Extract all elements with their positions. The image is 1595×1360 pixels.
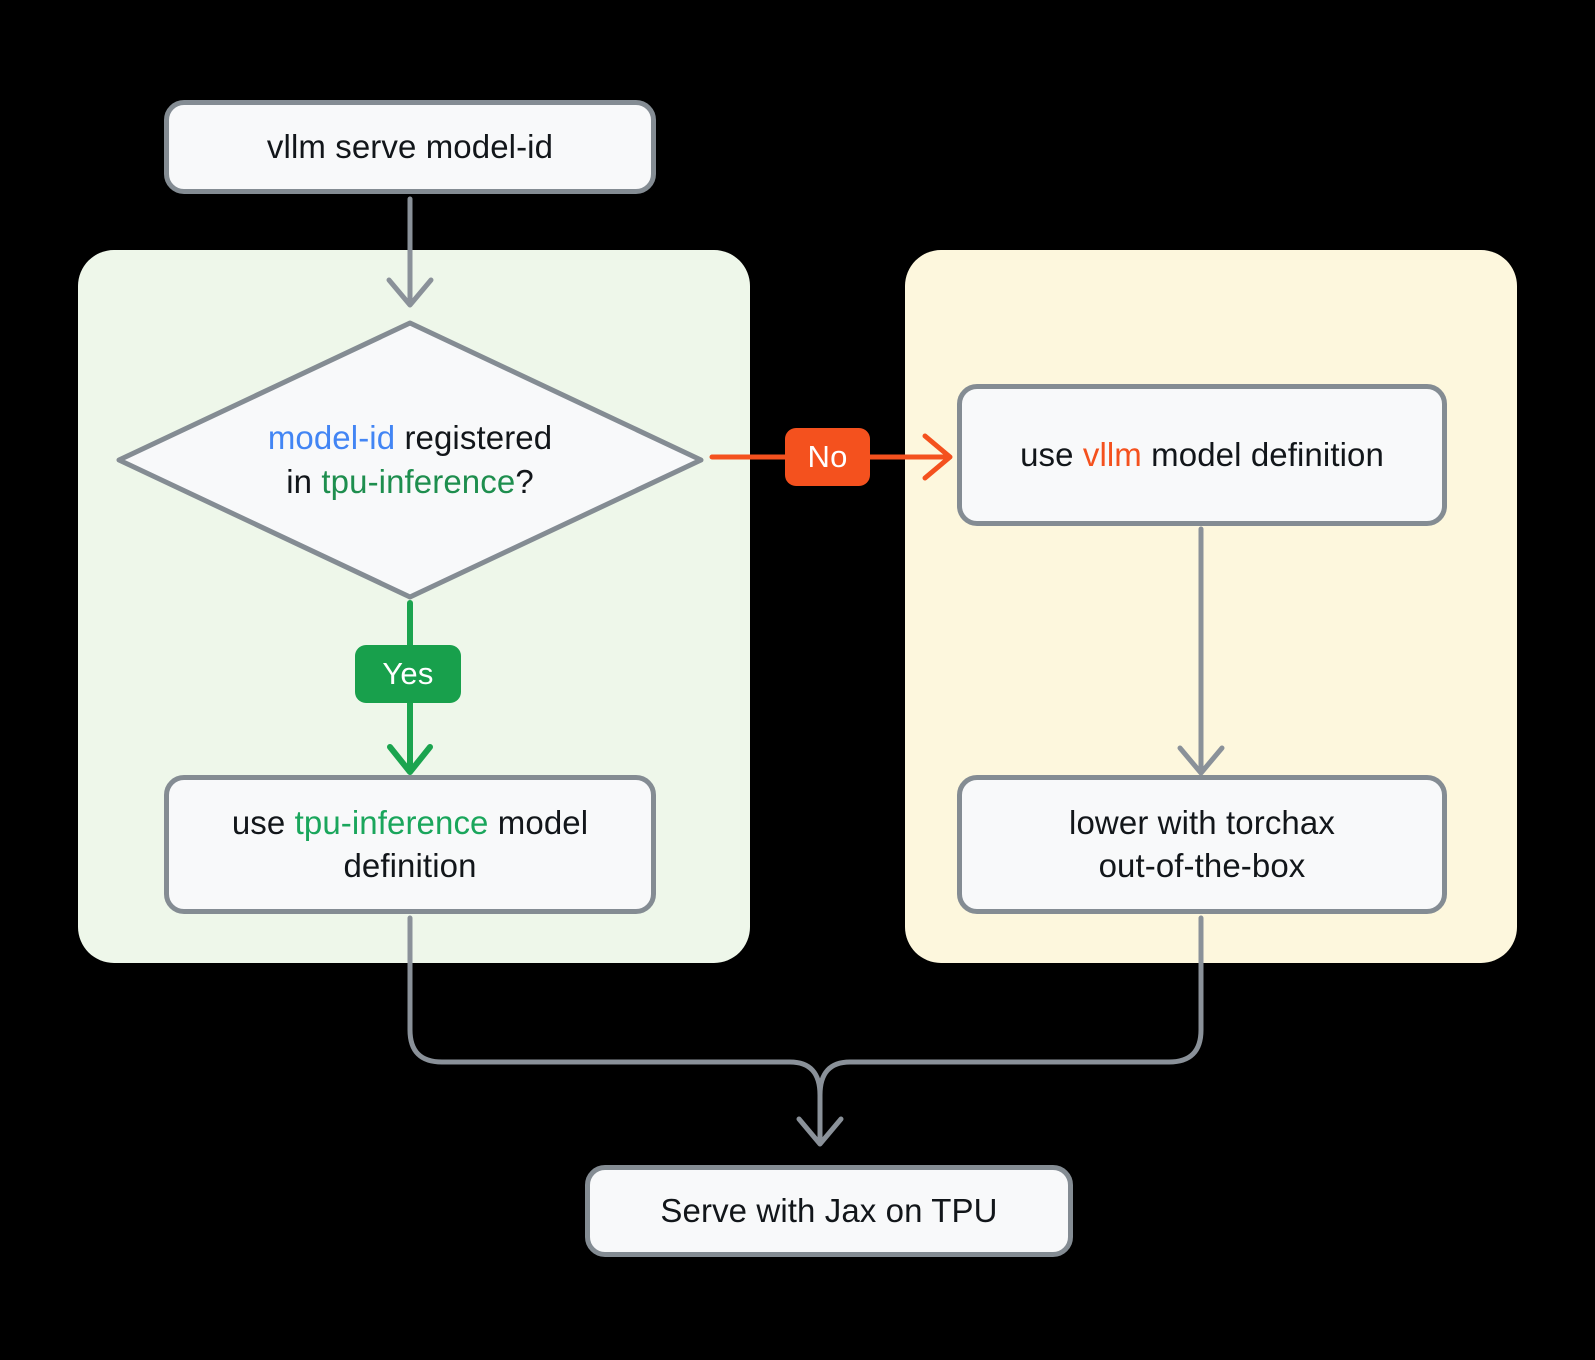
token-tpu-inference-2: tpu-inference — [294, 804, 489, 842]
decision-line1-rest: registered — [395, 419, 553, 457]
node-tpu-line2: definition — [343, 846, 477, 884]
token-tpu-inference: tpu-inference — [321, 463, 516, 500]
edge-label-yes-text: Yes — [382, 656, 434, 691]
node-lower-with-torchax[interactable]: lower with torchax out-of-the-box — [957, 775, 1447, 914]
node-vllm-label: use vllm model definition — [1020, 434, 1384, 476]
node-vllm-prefix: use — [1020, 435, 1083, 473]
decision-line2-prefix: in — [286, 463, 322, 500]
edge-label-no-text: No — [807, 439, 848, 474]
node-torchax-line2: out-of-the-box — [1098, 846, 1306, 884]
node-final-label: Serve with Jax on TPU — [660, 1191, 998, 1229]
token-model-id: model-id — [267, 419, 396, 457]
node-torchax-line1: lower with torchax — [1069, 804, 1335, 842]
node-tpu-label: use tpu-inference model definition — [232, 802, 588, 886]
decision-line2-suffix: ? — [515, 463, 534, 500]
node-torchax-label: lower with torchax out-of-the-box — [1069, 802, 1335, 886]
token-vllm: vllm — [1082, 435, 1142, 473]
node-serve-with-jax-on-tpu[interactable]: Serve with Jax on TPU — [585, 1165, 1073, 1257]
node-start-label: vllm serve model-id — [266, 127, 554, 165]
diamond-shape — [116, 320, 704, 600]
node-start-command[interactable]: vllm serve model-id — [164, 100, 656, 194]
node-decision[interactable]: model-id registered in tpu-inference? — [105, 315, 715, 605]
edge-label-yes: Yes — [355, 645, 461, 703]
node-use-tpu-inference-model-definition[interactable]: use tpu-inference model definition — [164, 775, 656, 914]
node-vllm-suffix: model definition — [1141, 435, 1384, 473]
edge-label-no: No — [785, 428, 870, 486]
node-decision-label: model-id registered in tpu-inference? — [105, 315, 715, 605]
node-tpu-suffix: model — [488, 804, 589, 842]
node-use-vllm-model-definition[interactable]: use vllm model definition — [957, 384, 1447, 526]
node-tpu-prefix: use — [231, 804, 295, 842]
